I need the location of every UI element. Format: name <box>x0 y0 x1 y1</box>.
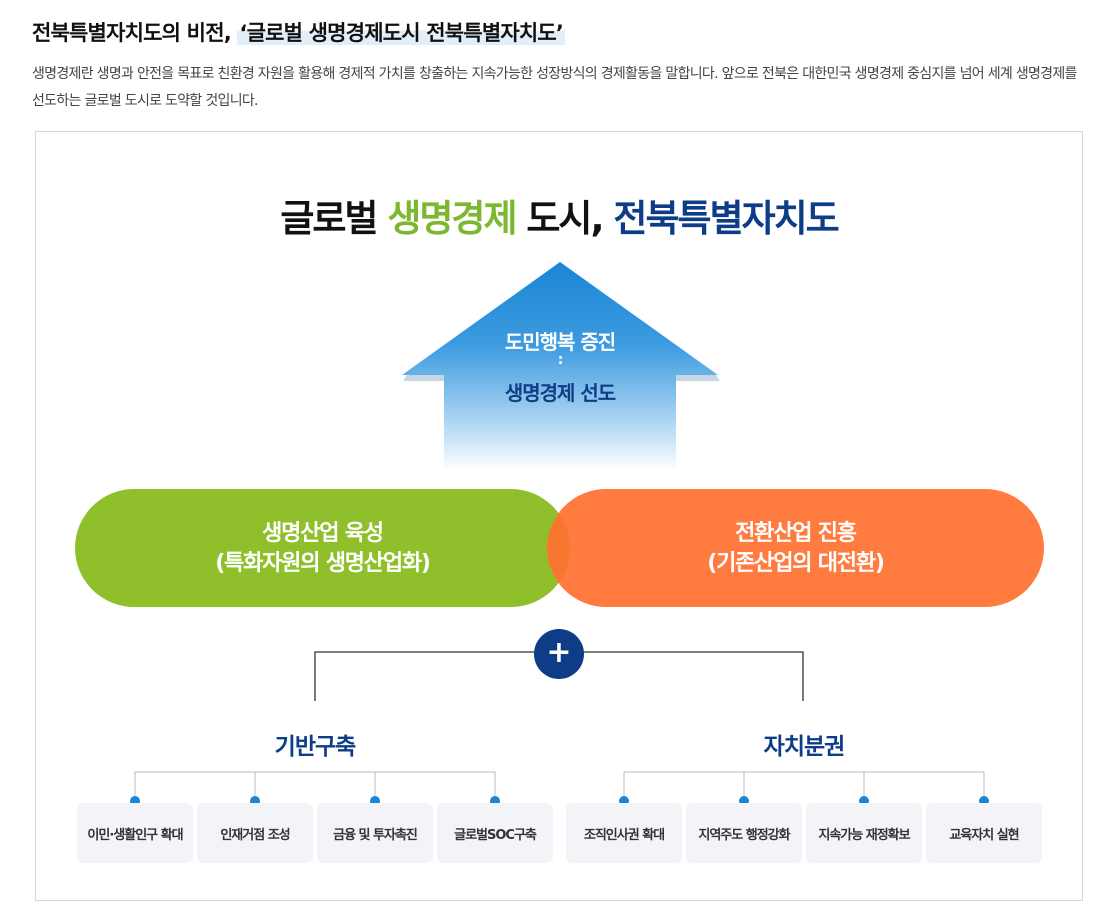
foundation-item: 인재거점 조성 <box>197 803 313 863</box>
foundation-item: 이민·생활인구 확대 <box>77 803 193 863</box>
foundation-item: 금융 및 투자촉진 <box>317 803 433 863</box>
foundation-title-infrastructure: 기반구축 <box>274 734 357 760</box>
heading-highlight: ‘글로벌 생명경제도시 전북특별자치도’ <box>237 21 566 45</box>
title-part-city: 도시, <box>515 197 614 240</box>
arrow-goal-lead: 생명경제 선도 <box>504 381 616 405</box>
plus-icon: + <box>534 629 584 679</box>
pillar-right-subtitle: (기존산업의 대전환) <box>707 551 885 576</box>
pillar-right-title: 전환산업 진흥 <box>735 521 857 546</box>
up-arrow-shape <box>402 262 718 470</box>
foundation-item: 글로벌SOC구축 <box>437 803 553 863</box>
pillar-left-title: 생명산업 육성 <box>262 521 384 546</box>
pillar-left <box>75 489 570 607</box>
heading-prefix: 전북특별자치도의 비전, <box>32 21 238 45</box>
page-heading: 전북특별자치도의 비전, ‘글로벌 생명경제도시 전북특별자치도’ <box>32 17 566 47</box>
arrow-goal-happiness: 도민행복 증진 <box>504 330 616 354</box>
title-part-life-economy: 생명경제 <box>387 197 517 240</box>
foundation-item: 조직인사권 확대 <box>566 803 682 863</box>
intro-description: 생명경제란 생명과 안전을 목표로 친환경 자원을 활용해 경제적 가치를 창출… <box>32 66 1077 109</box>
foundation-item: 지속가능 재정확보 <box>806 803 922 863</box>
pillar-right <box>547 489 1044 607</box>
arrow-separator: : <box>557 352 564 368</box>
pillar-left-label: 생명산업 육성 (특화자원의 생명산업화) <box>75 519 570 579</box>
foundation-item: 지역주도 행정강화 <box>686 803 802 863</box>
foundation-title-autonomy: 자치분권 <box>763 734 846 760</box>
pillar-right-label: 전환산업 진흥 (기존산업의 대전환) <box>547 519 1044 579</box>
vision-diagram-frame <box>35 131 1083 901</box>
bracket-left <box>134 771 496 800</box>
foundation-item: 교육자치 실현 <box>926 803 1042 863</box>
pillar-left-subtitle: (특화자원의 생명산업화) <box>215 551 431 576</box>
bracket-right <box>623 771 985 800</box>
title-part-global: 글로벌 <box>280 197 388 240</box>
title-part-jeonbuk: 전북특별자치도 <box>613 197 839 240</box>
diagram-title: 글로벌 생명경제 도시, 전북특별자치도 <box>0 188 1098 242</box>
